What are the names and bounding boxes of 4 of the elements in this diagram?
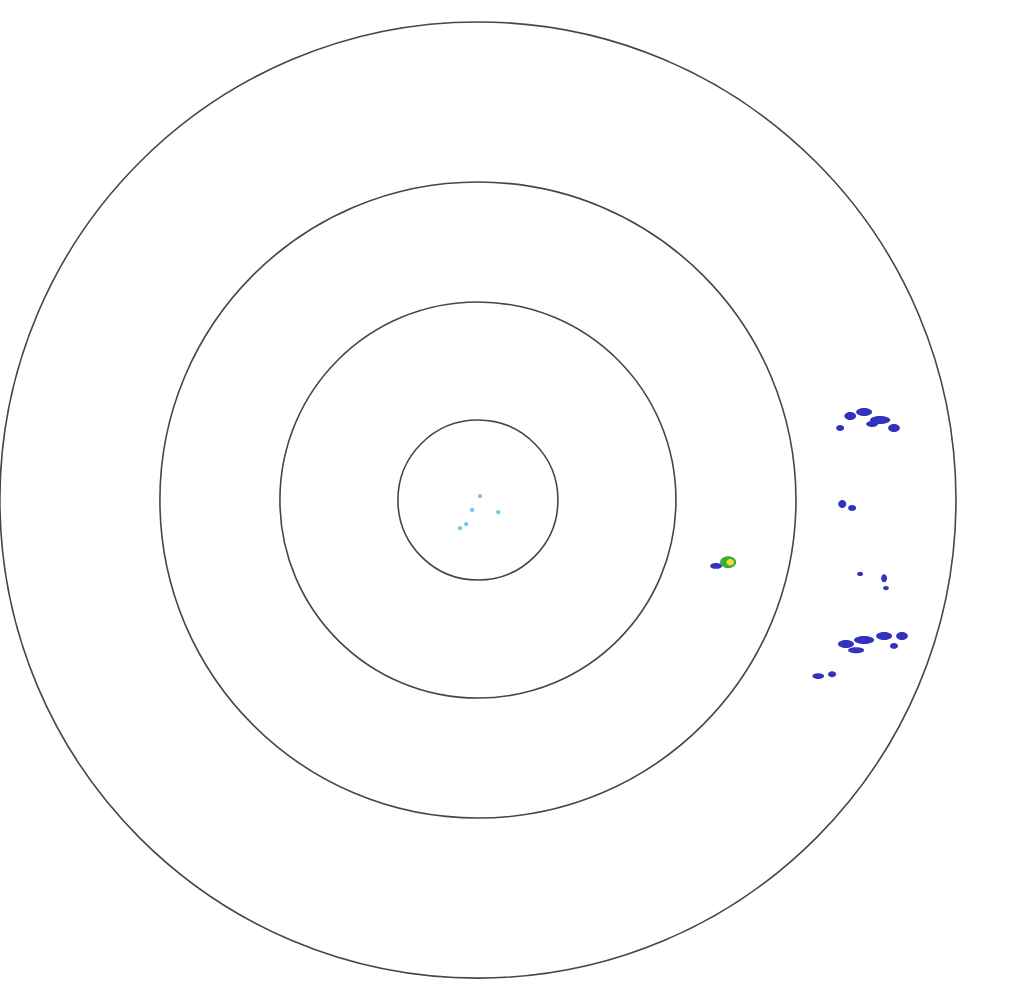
range-ring <box>397 419 559 581</box>
range-ring <box>159 181 797 819</box>
range-ring <box>279 301 677 699</box>
range-ring <box>0 21 957 979</box>
